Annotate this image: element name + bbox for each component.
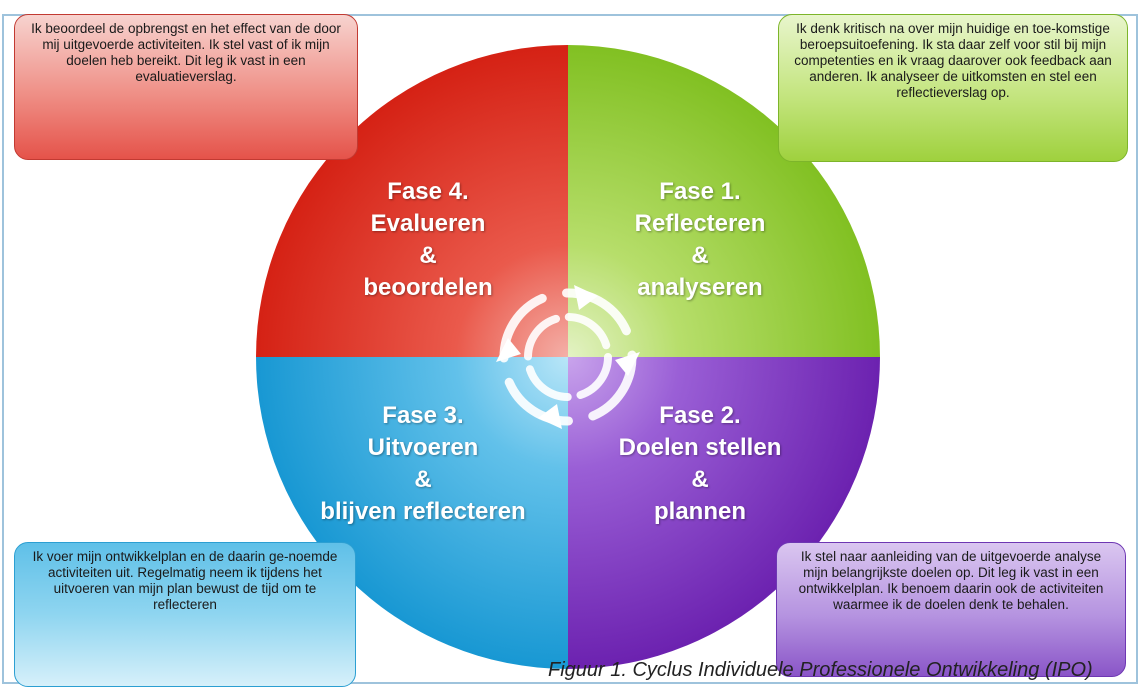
phase-label-fase-1: Fase 1. Reflecteren & analyseren <box>634 178 766 301</box>
phase-label-fase-3: Fase 3. Uitvoeren & blijven reflecteren <box>320 402 526 525</box>
phase-label-fase-2: Fase 2. Doelen stellen & plannen <box>618 402 782 525</box>
phase-label-fase-4: Fase 4. Evalueren & beoordelen <box>363 178 493 301</box>
note-uitvoeren: Ik voer mijn ontwikkelplan en de daarin … <box>14 542 356 687</box>
figure-caption: Figuur 1. Cyclus Individuele Professione… <box>548 659 1093 681</box>
quadrant-fase-4 <box>256 45 568 357</box>
quadrant-fase-2 <box>568 357 880 669</box>
diagram-frame <box>2 14 1138 684</box>
cycle-arrows-icon <box>496 285 640 429</box>
note-plannen: Ik stel naar aanleiding van de uitgevoer… <box>776 542 1126 677</box>
quadrant-fase-1 <box>568 45 880 357</box>
quadrant-fase-3 <box>256 357 568 669</box>
note-reflecteren: Ik denk kritisch na over mijn huidige en… <box>778 14 1128 162</box>
note-evalueren: Ik beoordeel de opbrengst en het effect … <box>14 14 358 160</box>
